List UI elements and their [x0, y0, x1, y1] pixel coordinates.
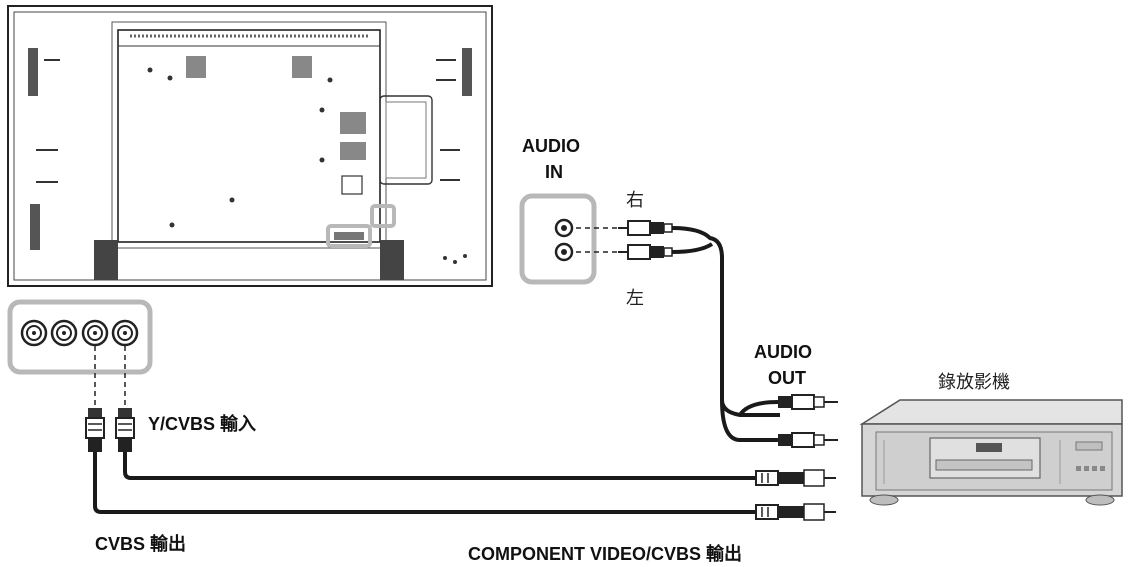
audio-out-label-line2: OUT [768, 368, 806, 388]
bnc-connector-panel [7, 299, 153, 375]
bnc-plug-right-1 [755, 469, 836, 487]
audio-out-label-line1: AUDIO [754, 342, 812, 362]
bnc-plug-right-2 [755, 503, 836, 521]
rca-plug-in-right [618, 220, 673, 236]
y-cvbs-input-label: Y/CVBS 輸入 [148, 414, 257, 434]
cable-audio [671, 226, 780, 442]
vcr-device [859, 399, 1123, 506]
rca-plug-in-left [618, 244, 673, 260]
bnc-plug-y-cvbs [115, 408, 135, 452]
audio-in-panel [519, 193, 597, 285]
bnc-port-2 [50, 319, 78, 347]
right-channel-label: 右 [626, 190, 644, 211]
bnc-plug-cvbs [85, 408, 105, 452]
audio-in-label-line1: AUDIO [522, 136, 580, 156]
component-output-label: COMPONENT VIDEO/CVBS 輸出 [468, 544, 743, 564]
cable-cvbs [93, 452, 758, 514]
bnc-port-1 [20, 319, 48, 347]
left-channel-label: 左 [626, 288, 644, 309]
vcr-label: 錄放影機 [938, 372, 1010, 393]
cvbs-output-label: CVBS 輸出 [95, 534, 187, 554]
audio-in-label-line2: IN [545, 162, 563, 182]
rca-plug-out-1 [778, 394, 838, 410]
bnc-port-4 [111, 319, 139, 347]
monitor-rear-panel [7, 5, 493, 287]
rca-plug-out-2 [778, 432, 838, 448]
bnc-port-3 [81, 319, 109, 347]
cable-y-cvbs [123, 452, 758, 480]
